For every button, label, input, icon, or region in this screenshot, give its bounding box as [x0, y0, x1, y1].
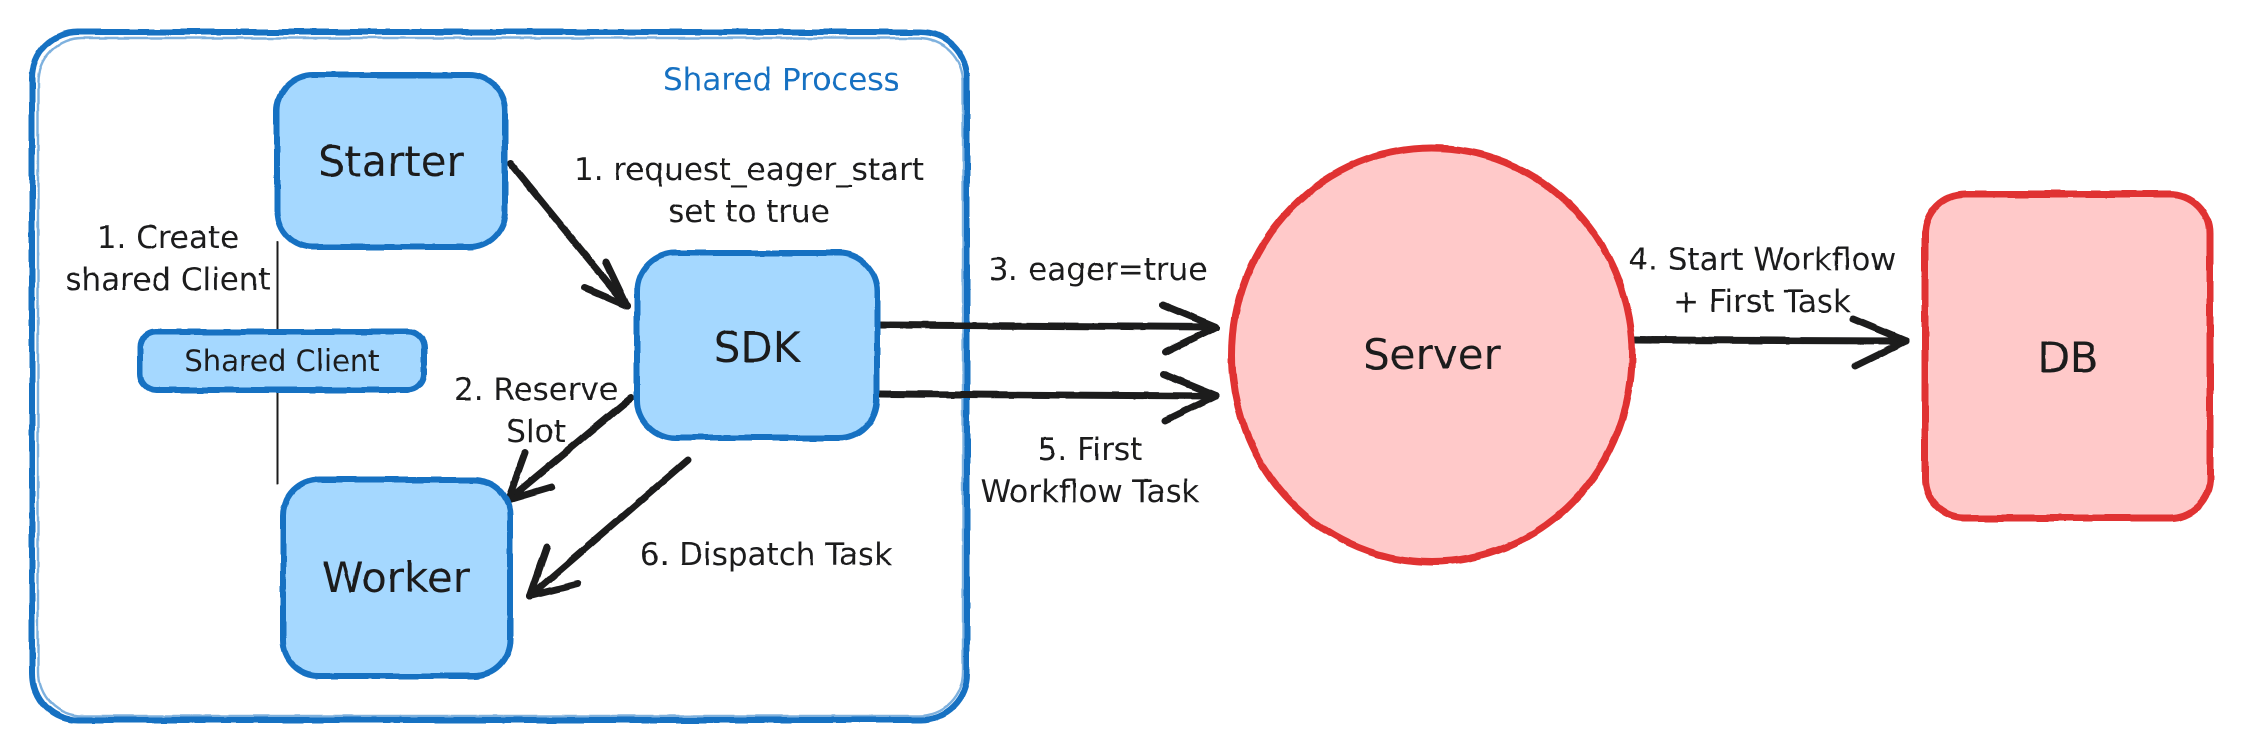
- node-shared-client[interactable]: Shared Client: [137, 329, 427, 393]
- node-worker[interactable]: Worker: [280, 477, 513, 679]
- edge-line-eager-true: [876, 321, 1220, 331]
- node-server[interactable]: Server: [1228, 144, 1636, 566]
- edge-line-dispatch-task: [526, 456, 692, 600]
- edge-label-create-line2: shared Client: [65, 262, 270, 298]
- edge-line-reserve-slot: [504, 394, 635, 504]
- edge-line-create-client: [274, 241, 281, 333]
- edge-label-request-eager-start: 1. request_eager_start set to true: [574, 152, 924, 230]
- edge-line-client-worker: [274, 383, 281, 485]
- edge-label-reserve-line1: 2. Reserve: [454, 372, 618, 408]
- edge-arrowhead-dispatch-a: [526, 580, 582, 600]
- edge-arrowhead-dispatch-b: [526, 543, 551, 600]
- edge-line-start-workflow: [1630, 336, 1910, 345]
- edge-arrowhead-reserve-a: [504, 483, 556, 504]
- shared-process-border-sketch: [36, 36, 965, 718]
- edge-server-sdk-first-task: [876, 370, 1220, 425]
- group-label-shared-process: Shared Process: [663, 62, 900, 98]
- node-db-shape: [1921, 190, 2214, 522]
- edge-arrowhead-eagertrue-a: [1159, 301, 1220, 331]
- edge-line-first-workflow-task: [876, 390, 1220, 400]
- edge-arrowhead-firsttask-a: [1159, 370, 1220, 400]
- edge-label-start-workflow-first-task: 4. Start Workflow + First Task: [1628, 242, 1895, 320]
- edge-label-firsttask-line1: 5. First: [1038, 432, 1143, 468]
- edge-label-reserve-line2: Slot: [506, 414, 565, 450]
- edge-label-startwf-line1: 4. Start Workflow: [1628, 242, 1895, 278]
- edge-server-db: [1630, 315, 1910, 370]
- node-shared-client-shape: [137, 329, 427, 393]
- edge-label-eager-true: 3. eager=true: [989, 252, 1208, 288]
- edge-arrowhead-startwf-a: [1849, 315, 1910, 345]
- edge-starter-shared-client: [274, 241, 281, 333]
- node-starter-label: Starter: [318, 137, 464, 186]
- node-sdk[interactable]: SDK: [634, 250, 880, 441]
- node-db[interactable]: DB: [1921, 190, 2214, 522]
- node-starter[interactable]: Starter: [274, 72, 508, 250]
- edge-label-create-line1: 1. Create: [97, 220, 239, 256]
- node-starter-shape: [274, 72, 508, 250]
- edge-label-dispatch-task: 6. Dispatch Task: [640, 537, 892, 573]
- edge-label-create-shared-client: 1. Create shared Client: [65, 220, 270, 298]
- edge-label-dispatch-text: 6. Dispatch Task: [640, 537, 892, 573]
- node-server-label: Server: [1363, 330, 1501, 379]
- edge-label-firsttask-line2: Workflow Task: [980, 474, 1199, 510]
- edge-label-first-workflow-task: 5. First Workflow Task: [980, 432, 1199, 510]
- edge-shared-client-worker: [274, 383, 281, 485]
- edge-arrowhead-eager-a: [581, 284, 631, 310]
- node-server-shape: [1228, 144, 1636, 566]
- edge-arrowhead-eagertrue-b: [1161, 323, 1220, 356]
- edge-label-reserve-slot: 2. Reserve Slot: [454, 372, 618, 450]
- edge-starter-sdk: [506, 159, 631, 310]
- edge-arrowhead-reserve-b: [504, 449, 529, 504]
- edge-label-eager-line1: 1. request_eager_start: [574, 152, 924, 188]
- node-worker-shape: [280, 477, 513, 679]
- edge-arrowhead-startwf-b: [1851, 337, 1910, 370]
- edge-sdk-worker-dispatch: [526, 456, 692, 600]
- node-sdk-label: SDK: [714, 323, 802, 372]
- node-worker-label: Worker: [322, 553, 471, 602]
- edge-label-eager-true-text: 3. eager=true: [989, 252, 1208, 288]
- edge-label-startwf-line2: + First Task: [1673, 284, 1851, 320]
- node-sdk-shape: [634, 250, 880, 441]
- group-shared-process: [29, 29, 970, 723]
- edge-arrowhead-firsttask-b: [1161, 392, 1220, 425]
- edge-arrowhead-eager-b: [602, 258, 631, 310]
- node-shared-client-label: Shared Client: [184, 344, 379, 378]
- node-db-label: DB: [2037, 333, 2098, 382]
- shared-process-border: [29, 29, 970, 723]
- edge-line-eager-start: [506, 159, 631, 310]
- edge-sdk-server-eager: [876, 301, 1220, 356]
- edge-sdk-worker-reserve: [504, 394, 635, 504]
- edge-label-eager-line2: set to true: [668, 194, 830, 230]
